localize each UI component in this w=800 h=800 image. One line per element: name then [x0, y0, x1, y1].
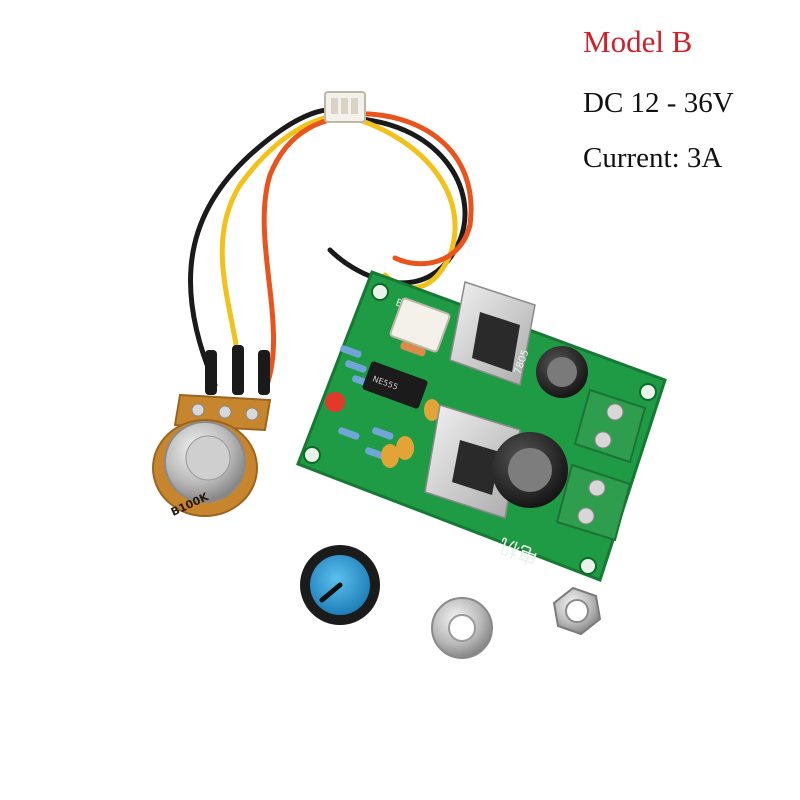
- pwm-controller-board: B100K 电机 NE555 7805: [296, 270, 667, 582]
- knob: [300, 545, 380, 625]
- potentiometer: B100K: [152, 345, 272, 519]
- heatsink-bottom: [424, 404, 521, 519]
- led: [325, 392, 345, 412]
- jst-connector: [324, 91, 366, 123]
- hex-nut: [552, 586, 602, 636]
- motor-terminal: [555, 463, 632, 542]
- power-terminal: [573, 388, 647, 464]
- model-label: Model B: [583, 24, 693, 59]
- capacitor-small: [536, 346, 588, 398]
- capacitor-large: [492, 432, 568, 508]
- washer: [431, 597, 493, 659]
- resistors: [338, 345, 394, 460]
- ne555-chip: NE555: [362, 361, 428, 409]
- current-label: Current: 3A: [583, 142, 723, 174]
- voltage-label: DC 12 - 36V: [583, 87, 734, 119]
